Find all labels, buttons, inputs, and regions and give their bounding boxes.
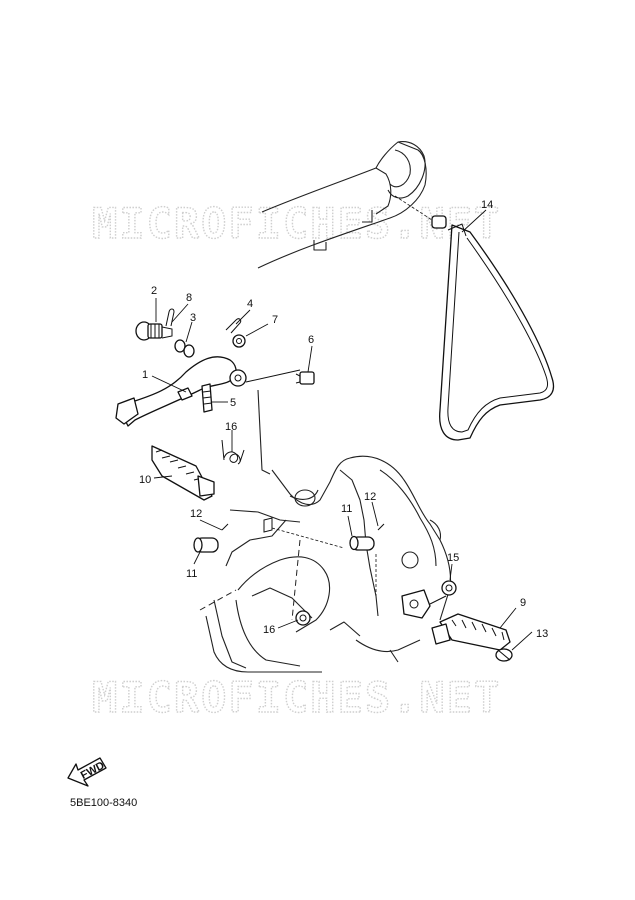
callout-6: 6 bbox=[308, 334, 314, 346]
callout-2: 2 bbox=[151, 285, 157, 297]
callout-3: 3 bbox=[190, 312, 196, 324]
footrest-pin-left bbox=[193, 517, 273, 553]
callout-10: 10 bbox=[139, 474, 151, 486]
callout-4: 4 bbox=[247, 298, 253, 310]
callout-16-left: 16 bbox=[263, 624, 275, 636]
return-spring bbox=[221, 439, 245, 465]
callout-9: 9 bbox=[520, 597, 526, 609]
fwd-arrow-icon: FWD bbox=[67, 757, 107, 787]
rear-fender-outline bbox=[257, 141, 427, 269]
pedal-adjuster bbox=[201, 383, 213, 413]
o-rings bbox=[174, 339, 195, 358]
callout-12-left: 12 bbox=[190, 508, 202, 520]
side-stand bbox=[394, 195, 555, 441]
footrest-right bbox=[431, 613, 511, 651]
footrest-left bbox=[151, 445, 215, 501]
pivot-bolt bbox=[135, 321, 173, 341]
diagram-reference-code: 5BE100-8340 bbox=[70, 797, 138, 809]
callout-11-right: 11 bbox=[341, 503, 352, 515]
cotter-pin bbox=[165, 308, 175, 327]
callout-14: 16 bbox=[225, 421, 237, 433]
footrest-bracket-right bbox=[401, 589, 447, 619]
callout-11-left: 11 bbox=[186, 568, 197, 580]
nut-16-left bbox=[295, 610, 311, 626]
frame-outline bbox=[199, 389, 452, 673]
fwd-label: FWD bbox=[79, 760, 107, 782]
leader-lines bbox=[151, 209, 533, 651]
callout-15: 14 bbox=[481, 199, 493, 211]
nut-16-right bbox=[441, 580, 457, 596]
brake-pedal bbox=[115, 356, 301, 427]
callout-13: 13 bbox=[536, 628, 548, 640]
callout-labels: 2 8 3 4 7 6 1 5 16 10 12 11 12 11 16 15 … bbox=[139, 199, 548, 640]
footrest-pin-right bbox=[349, 523, 385, 551]
callout-5: 5 bbox=[230, 397, 236, 409]
callout-16-right: 15 bbox=[447, 552, 459, 564]
callout-7: 7 bbox=[272, 314, 278, 326]
footrest-spring-clip bbox=[495, 648, 513, 662]
callout-1: 1 bbox=[142, 369, 148, 381]
bolt-6 bbox=[295, 371, 315, 385]
callout-12-right: 12 bbox=[364, 491, 376, 503]
washer bbox=[232, 334, 246, 348]
callout-8: 8 bbox=[186, 292, 192, 304]
watermark-bottom: MICROFICHES.NET bbox=[92, 673, 501, 722]
clip-pin bbox=[225, 318, 242, 334]
